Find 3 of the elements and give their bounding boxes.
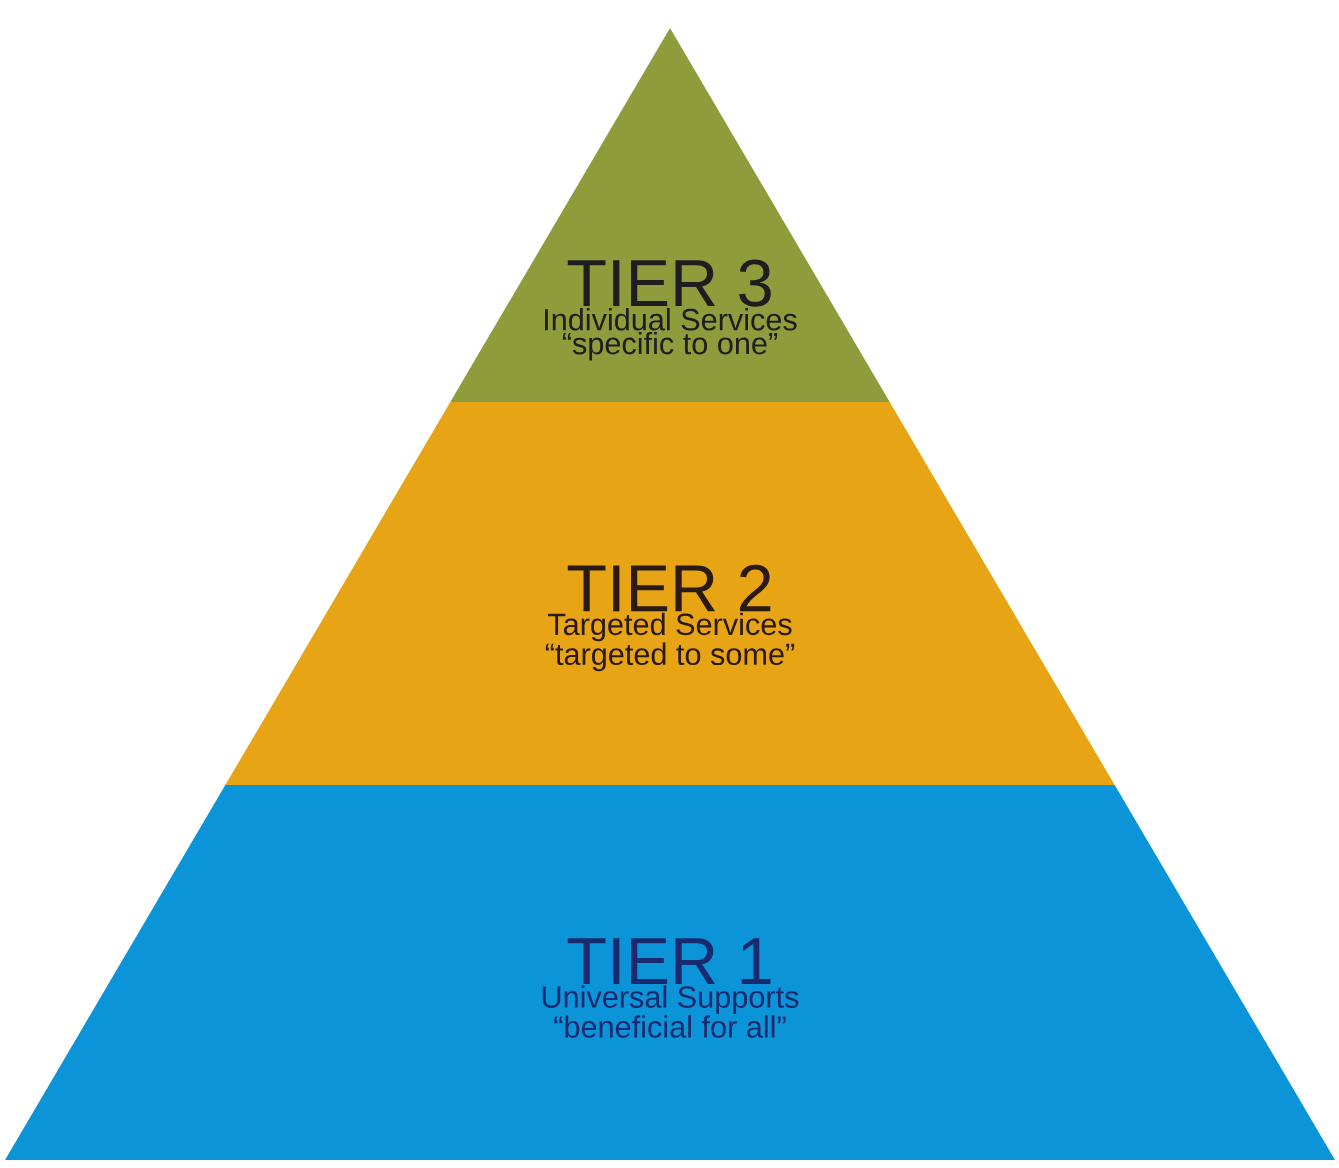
tier-band: TIER 1 Universal Supports “beneficial for all” xyxy=(5,785,1335,1160)
tier-band: TIER 2 Targeted Services “targeted to some” xyxy=(225,402,1115,785)
tier-band: TIER 3 Individual Services “specific to one” xyxy=(450,28,890,402)
